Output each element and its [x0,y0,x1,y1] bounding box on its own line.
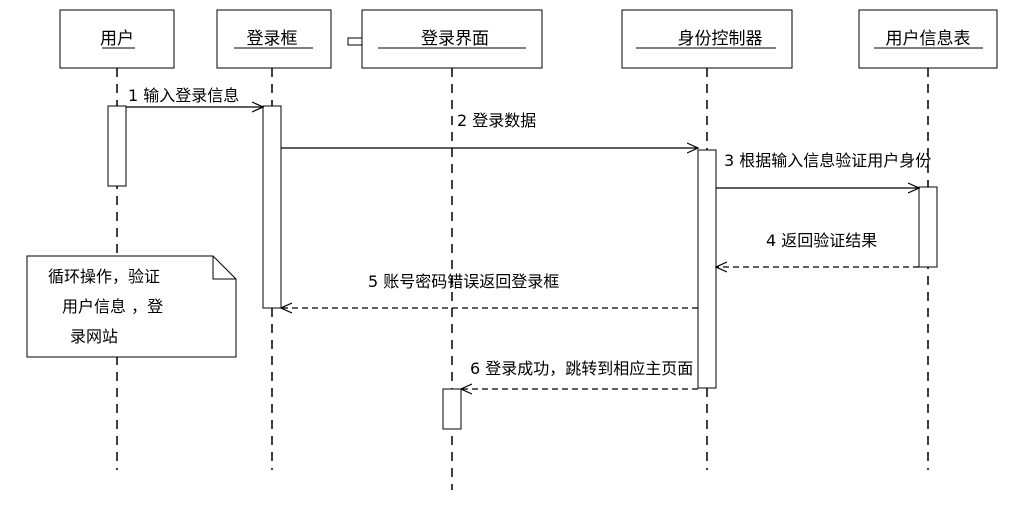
message-1: 1 输入登录信息 [126,86,263,107]
participant-login-box-label: 登录框 [247,29,298,49]
message-4: 4 返回验证结果 [716,231,919,267]
message-5-label: 5 账号密码错误返回登录框 [368,272,559,291]
message-3-label: 3 根据输入信息验证用户身份 [724,151,931,170]
note-line-3: 录网站 [70,327,118,346]
note-shape [26,255,237,358]
component-icon [347,37,363,46]
message-6-label: 6 登录成功，跳转到相应主页面 [470,359,693,378]
participant-login-ui: 登录界面 [347,9,543,69]
activation-id-controller [697,149,717,389]
activation-login-ui [442,388,462,430]
participant-id-controller-label: 身份控制器 [678,29,763,49]
participant-user-label: 用户 [100,29,134,49]
participant-user: 用户 [59,9,175,69]
participant-login-box: 登录框 [216,9,332,69]
message-4-label: 4 返回验证结果 [766,231,877,250]
note-line-2: 用户信息 ，登 [62,297,163,316]
message-6: 6 登录成功，跳转到相应主页面 [461,359,698,389]
note-line-1: 循环操作，验证 [48,267,160,286]
activation-user [107,105,127,187]
activation-login-box [262,105,282,309]
message-2: 2 登录数据 [281,111,698,148]
participant-login-ui-label: 登录界面 [421,29,489,49]
participant-user-table-label: 用户信息表 [886,29,971,49]
message-3: 3 根据输入信息验证用户身份 [716,151,931,188]
activation-user-table [918,186,938,268]
message-5: 5 账号密码错误返回登录框 [281,272,698,308]
message-2-label: 2 登录数据 [457,111,536,130]
note-folded-corner [212,256,236,280]
participant-user-table: 用户信息表 [858,9,998,69]
message-1-label: 1 输入登录信息 [128,86,239,105]
participant-id-controller: 身份控制器 [621,9,793,69]
note: 循环操作，验证 用户信息 ，登 录网站 [26,255,237,358]
